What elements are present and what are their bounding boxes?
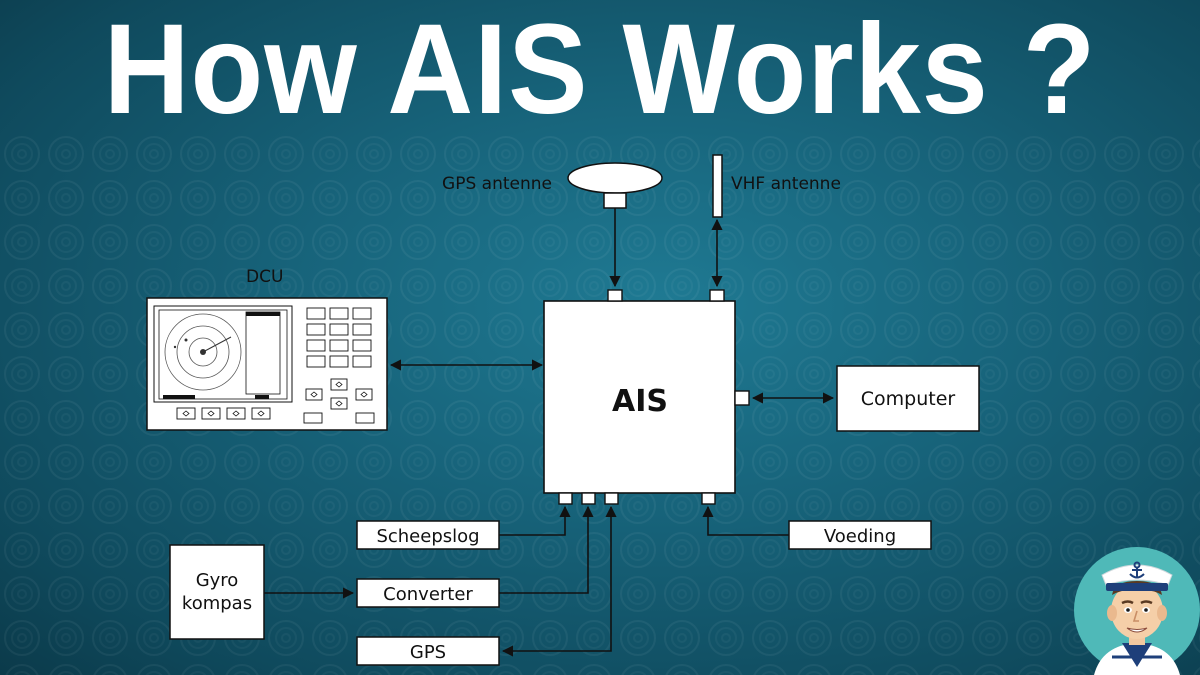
ais-port-gps-receiver	[604, 492, 619, 505]
ais-port-vhf	[709, 289, 725, 302]
converter-label: Converter	[383, 584, 473, 605]
ais-label: AIS	[612, 384, 668, 419]
ais-port-converter	[581, 492, 596, 505]
gps-box	[356, 636, 500, 666]
page-title: How AIS Works ?	[103, 0, 1097, 141]
dcu-unit	[146, 297, 388, 431]
dcu-radar-screen	[164, 313, 242, 391]
vhf-antenna-label: VHF antenne	[731, 174, 841, 194]
ais-port-scheepslog	[558, 492, 573, 505]
anchor-icon	[1129, 561, 1145, 579]
ais-port-voeding	[701, 492, 716, 505]
gps-antenna	[567, 162, 663, 209]
gyro-label-line2: kompas	[182, 593, 252, 614]
vhf-antenna	[712, 154, 723, 218]
scheepslog-label: Scheepslog	[376, 526, 479, 547]
ais-port-gps	[607, 289, 623, 302]
ais-unit	[543, 289, 750, 505]
gyro-kompas-box	[169, 544, 265, 640]
voeding-box	[788, 520, 932, 550]
ais-port-computer	[734, 390, 750, 406]
sailor-logo	[1074, 547, 1200, 675]
dcu-arrow-keys	[176, 378, 375, 424]
gps-connection	[501, 505, 617, 657]
dcu-label: DCU	[246, 267, 283, 287]
converter-box	[356, 578, 500, 608]
computer-box	[836, 365, 980, 432]
computer-label: Computer	[861, 388, 956, 410]
voeding-label: Voeding	[824, 526, 896, 547]
dcu-keypad	[306, 307, 372, 368]
gps-label: GPS	[410, 642, 446, 663]
gyro-label-line1: Gyro	[196, 570, 239, 591]
gps-antenna-label: GPS antenne	[442, 174, 552, 194]
voeding-connection	[702, 505, 789, 536]
